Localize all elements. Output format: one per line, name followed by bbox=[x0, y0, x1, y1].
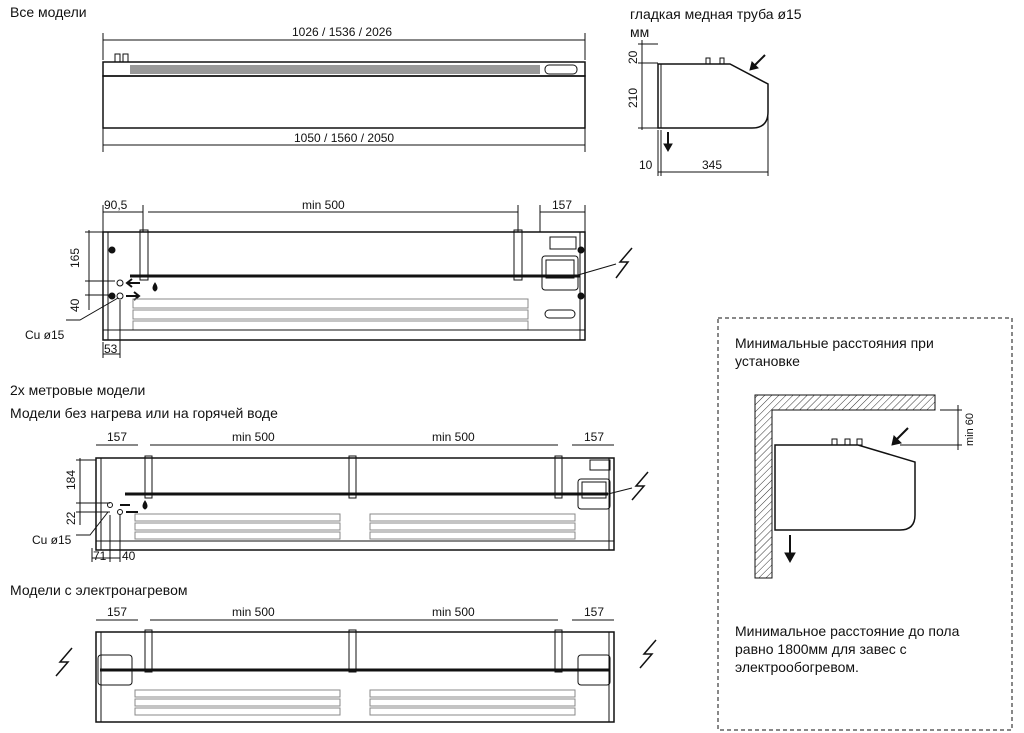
side-view-unit: мм bbox=[630, 24, 650, 40]
dim-min-500-b: min 500 bbox=[432, 430, 475, 444]
one-meter-unit bbox=[66, 205, 633, 358]
dim-71: 71 bbox=[93, 549, 107, 563]
dim-90-5: 90,5 bbox=[104, 198, 128, 212]
install-clearance-box bbox=[717, 317, 1013, 731]
pipe-label: Cu ø15 bbox=[25, 328, 65, 342]
dim-min-500: min 500 bbox=[302, 198, 345, 212]
dim-40-b: 40 bbox=[122, 549, 136, 563]
dim-157: 157 bbox=[552, 198, 573, 212]
heading-double-models: 2x метровые модели bbox=[10, 382, 146, 398]
side-view-unit bbox=[638, 40, 769, 176]
dim-min-60: min 60 bbox=[964, 412, 976, 446]
dim-210: 210 bbox=[626, 87, 640, 108]
dim-157-right: 157 bbox=[584, 430, 605, 444]
dim-157-right-e: 157 bbox=[584, 605, 605, 619]
side-view-title: гладкая медная труба ø15 bbox=[630, 6, 802, 22]
dim-157-left-e: 157 bbox=[107, 605, 128, 619]
dim-345: 345 bbox=[702, 158, 723, 172]
dim-10: 10 bbox=[639, 158, 653, 172]
dim-top-length: 1026 / 1536 / 2026 bbox=[292, 25, 393, 39]
heading-all-models: Все модели bbox=[10, 4, 87, 20]
dim-53: 53 bbox=[104, 342, 118, 356]
dim-157-left: 157 bbox=[107, 430, 128, 444]
heading-electric-models: Модели с электронагревом bbox=[10, 582, 188, 598]
top-view-unit bbox=[102, 33, 586, 152]
dim-min-500-a: min 500 bbox=[232, 430, 275, 444]
dim-165: 165 bbox=[68, 247, 82, 268]
dim-22: 22 bbox=[64, 511, 78, 525]
heading-no-heat-models: Модели без нагрева или на горячей воде bbox=[10, 405, 278, 421]
two-meter-electric-unit bbox=[55, 619, 657, 723]
dim-min-500-e-b: min 500 bbox=[432, 605, 475, 619]
dim-bottom-length: 1050 / 1560 / 2050 bbox=[294, 131, 395, 145]
install-note: Минимальное расстояние до пола равно 180… bbox=[735, 623, 960, 675]
dim-min-500-e-a: min 500 bbox=[232, 605, 275, 619]
two-meter-water-unit bbox=[76, 444, 649, 562]
pipe-label-2: Cu ø15 bbox=[32, 533, 72, 547]
dim-40: 40 bbox=[68, 298, 82, 312]
dim-20: 20 bbox=[626, 50, 640, 64]
dim-184: 184 bbox=[64, 469, 78, 490]
install-title: Минимальные расстояния при установке bbox=[735, 335, 934, 369]
